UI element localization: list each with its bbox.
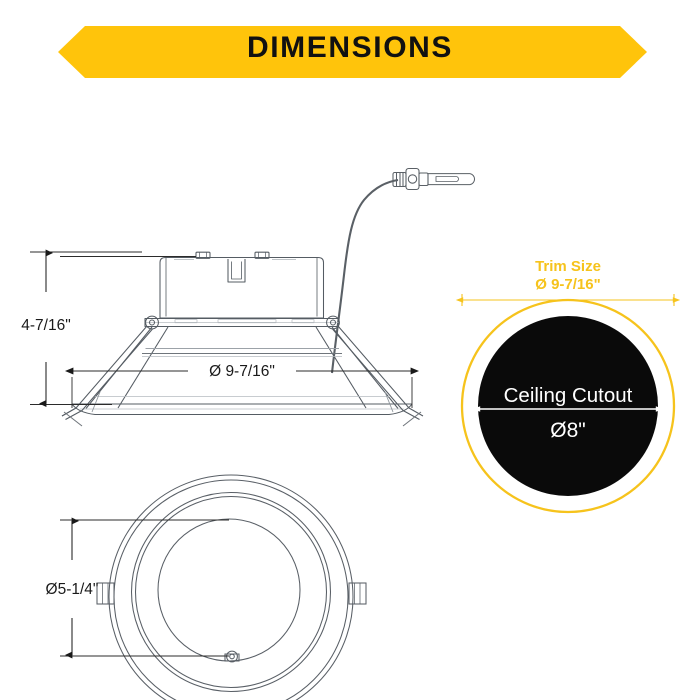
side-tab-right [348,582,367,605]
inner-ring [130,491,332,693]
ceiling-cutout-circle [478,316,658,496]
cutout-label: Ceiling Cutout [504,384,633,407]
plan-diameter-label: Ø5-1/4" [46,581,99,598]
cable-connector [392,167,476,191]
reflector-opening [157,518,301,662]
trim-size-circle [460,298,676,514]
bottom-plan-view [96,474,367,700]
spring-clip-right [326,315,424,427]
cross-section-side-view [60,167,476,427]
trim-size-value: Ø 9-7/16" [535,276,600,293]
technical-drawing-canvas: 4-7/16" Ø 9-7/16" [21,167,681,700]
side-tab-left [96,582,115,605]
width-dimension-label: Ø 9-7/16" [209,363,275,380]
width-dimension: Ø 9-7/16" [64,363,420,408]
cutout-value: Ø8" [550,419,585,442]
trim-flange [71,403,413,416]
height-dimension-label: 4-7/16" [21,317,70,334]
trim-size-title: Trim Size [535,258,601,275]
ceiling-cutout-diagram: Trim Size Ø 9-7/16" Ceiling Cutout Ø8" [455,258,681,514]
outer-trim-ring [108,474,354,700]
plan-diameter-dimension: Ø5-1/4" [46,517,229,659]
spring-clip-left [61,315,159,427]
hinge-pin [224,650,240,663]
mounting-plate [144,317,340,328]
junction-box [60,251,325,319]
height-dimension: 4-7/16" [21,249,142,407]
power-cable [330,178,399,374]
